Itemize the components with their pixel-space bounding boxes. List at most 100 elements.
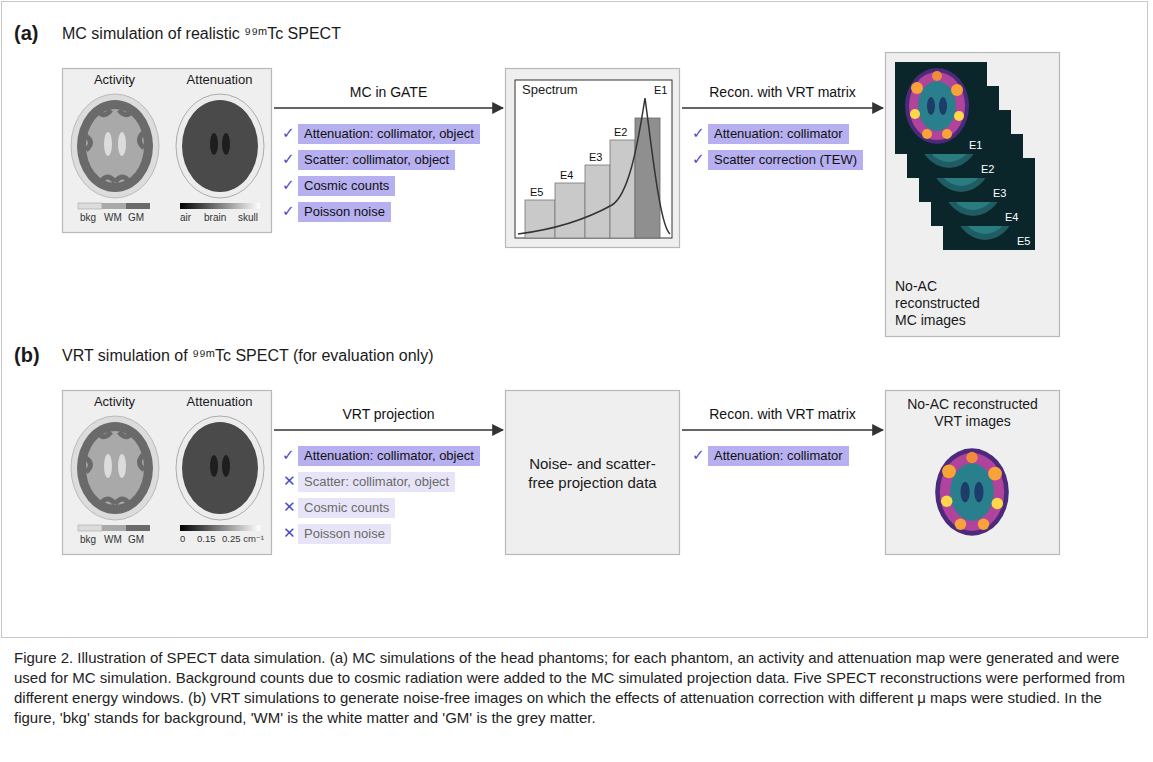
effect-tag: Scatter: collimator, object: [298, 150, 455, 170]
energy-window-label: E1: [654, 84, 667, 97]
colour-bar: [180, 525, 260, 531]
panel-box: [63, 391, 272, 555]
scale-label: brain: [204, 212, 226, 224]
panel-letter: (a): [14, 22, 38, 45]
effect-tag: Attenuation: collimator: [708, 446, 849, 466]
scale-label: bkg: [80, 212, 96, 224]
energy-window-label: E5: [530, 186, 543, 199]
node-text: No-AC reconstructed MC images: [895, 278, 995, 329]
node-text: No-AC reconstructed VRT images: [897, 396, 1048, 430]
panel-box: [63, 69, 272, 233]
energy-window: [585, 165, 610, 238]
activity-map: [71, 416, 159, 520]
effect-tag: Cosmic counts: [298, 176, 395, 196]
node-text: Attenuation: [167, 72, 272, 88]
panel-heading: MC simulation of realistic ⁹⁹ᵐTc SPECT: [62, 25, 341, 43]
effect-tag: Scatter correction (TEW): [708, 150, 863, 170]
panel-box: [886, 391, 1060, 555]
effect-tag-excluded: Cosmic counts: [298, 498, 395, 518]
node-text: Poisson noise: [304, 204, 385, 220]
effect-tag-excluded: Scatter: collimator, object: [298, 472, 455, 492]
status-mark: ✓: [692, 151, 705, 168]
flow-arrow: [682, 107, 883, 109]
energy-window-label: E5: [1017, 235, 1030, 248]
panel-box: [886, 53, 1060, 337]
panel-box: [506, 69, 680, 248]
flow-arrow: [274, 107, 503, 109]
effect-tag: Attenuation: collimator: [708, 124, 849, 144]
figure-frame: [2, 2, 1148, 638]
energy-window-label: E4: [560, 169, 573, 182]
status-mark: ✓: [282, 177, 295, 194]
energy-window-label: E2: [614, 126, 627, 139]
node-text: Attenuation: collimator, object: [304, 448, 474, 464]
scale-label: WM: [104, 534, 122, 546]
energy-window: [610, 140, 635, 238]
colour-bar: [78, 525, 102, 531]
recon-brain: [935, 448, 1009, 535]
energy-window-label: E3: [993, 187, 1006, 200]
image-stack-panel: No-AC reconstructed MC images: [885, 52, 1060, 337]
effect-tag: Poisson noise: [298, 202, 391, 222]
energy-window: [555, 183, 585, 238]
flow-arrow: [274, 429, 503, 431]
energy-window-label: E4: [1005, 211, 1018, 224]
scale-label: 0.15: [197, 534, 216, 545]
activity-map: [71, 94, 159, 198]
effect-tag: Attenuation: collimator, object: [298, 124, 480, 144]
status-mark: ✓: [282, 151, 295, 168]
arrow-label: Recon. with VRT matrix: [709, 406, 856, 422]
panel-box: [506, 391, 680, 555]
node-text: Activity: [62, 72, 167, 88]
node-text: Attenuation: collimator, object: [304, 126, 474, 142]
panel-letter: (b): [14, 344, 40, 367]
node-text: Attenuation: [167, 394, 272, 410]
scale-label: GM: [128, 212, 144, 224]
node-text: Cosmic counts: [304, 178, 389, 194]
arrow-label: VRT projection: [342, 406, 434, 422]
colour-bar: [126, 525, 150, 531]
node-text: Scatter: collimator, object: [304, 152, 449, 168]
panel-fills: [63, 53, 1060, 555]
recon-brain: [905, 68, 969, 144]
colour-bar: [102, 203, 126, 209]
flow-arrow: [682, 429, 883, 431]
effect-tag: Attenuation: collimator, object: [298, 446, 480, 466]
status-mark: ✓: [282, 203, 295, 220]
image-panel: No-AC reconstructed VRT images: [885, 390, 1060, 555]
arrow-label: Recon. with VRT matrix: [709, 84, 856, 100]
node-text: Attenuation: collimator: [714, 126, 843, 142]
status-mark: ✓: [282, 447, 295, 464]
colour-bar: [180, 203, 260, 209]
energy-window-label: E3: [589, 151, 602, 164]
scale-label: 0.25 cm⁻¹: [222, 534, 264, 545]
scale-label: skull: [238, 212, 258, 224]
node-text: Cosmic counts: [304, 500, 389, 516]
node-text: Poisson noise: [304, 526, 385, 542]
scale-label: GM: [128, 534, 144, 546]
scale-label: 0: [180, 534, 185, 545]
spectrum-plot: [515, 80, 672, 238]
node-text: Activity: [62, 394, 167, 410]
energy-window-label: E1: [969, 139, 982, 152]
attenuation-map: [176, 416, 264, 520]
attenuation-map: [176, 94, 264, 198]
status-mark: ✕: [283, 525, 296, 542]
scale-label: air: [180, 212, 191, 224]
energy-window-label: E2: [981, 163, 994, 176]
recon-image: [895, 62, 987, 154]
colour-bar: [126, 203, 150, 209]
node-text: Attenuation: collimator: [714, 448, 843, 464]
figure-caption: Figure 2. Illustration of SPECT data sim…: [14, 648, 1139, 728]
status-mark: ✓: [692, 125, 705, 142]
status-mark: ✕: [283, 499, 296, 516]
effect-tag-excluded: Poisson noise: [298, 524, 391, 544]
scale-label: bkg: [80, 534, 96, 546]
spectrum-curve: [518, 98, 670, 234]
node-text: Scatter: collimator, object: [304, 474, 449, 490]
